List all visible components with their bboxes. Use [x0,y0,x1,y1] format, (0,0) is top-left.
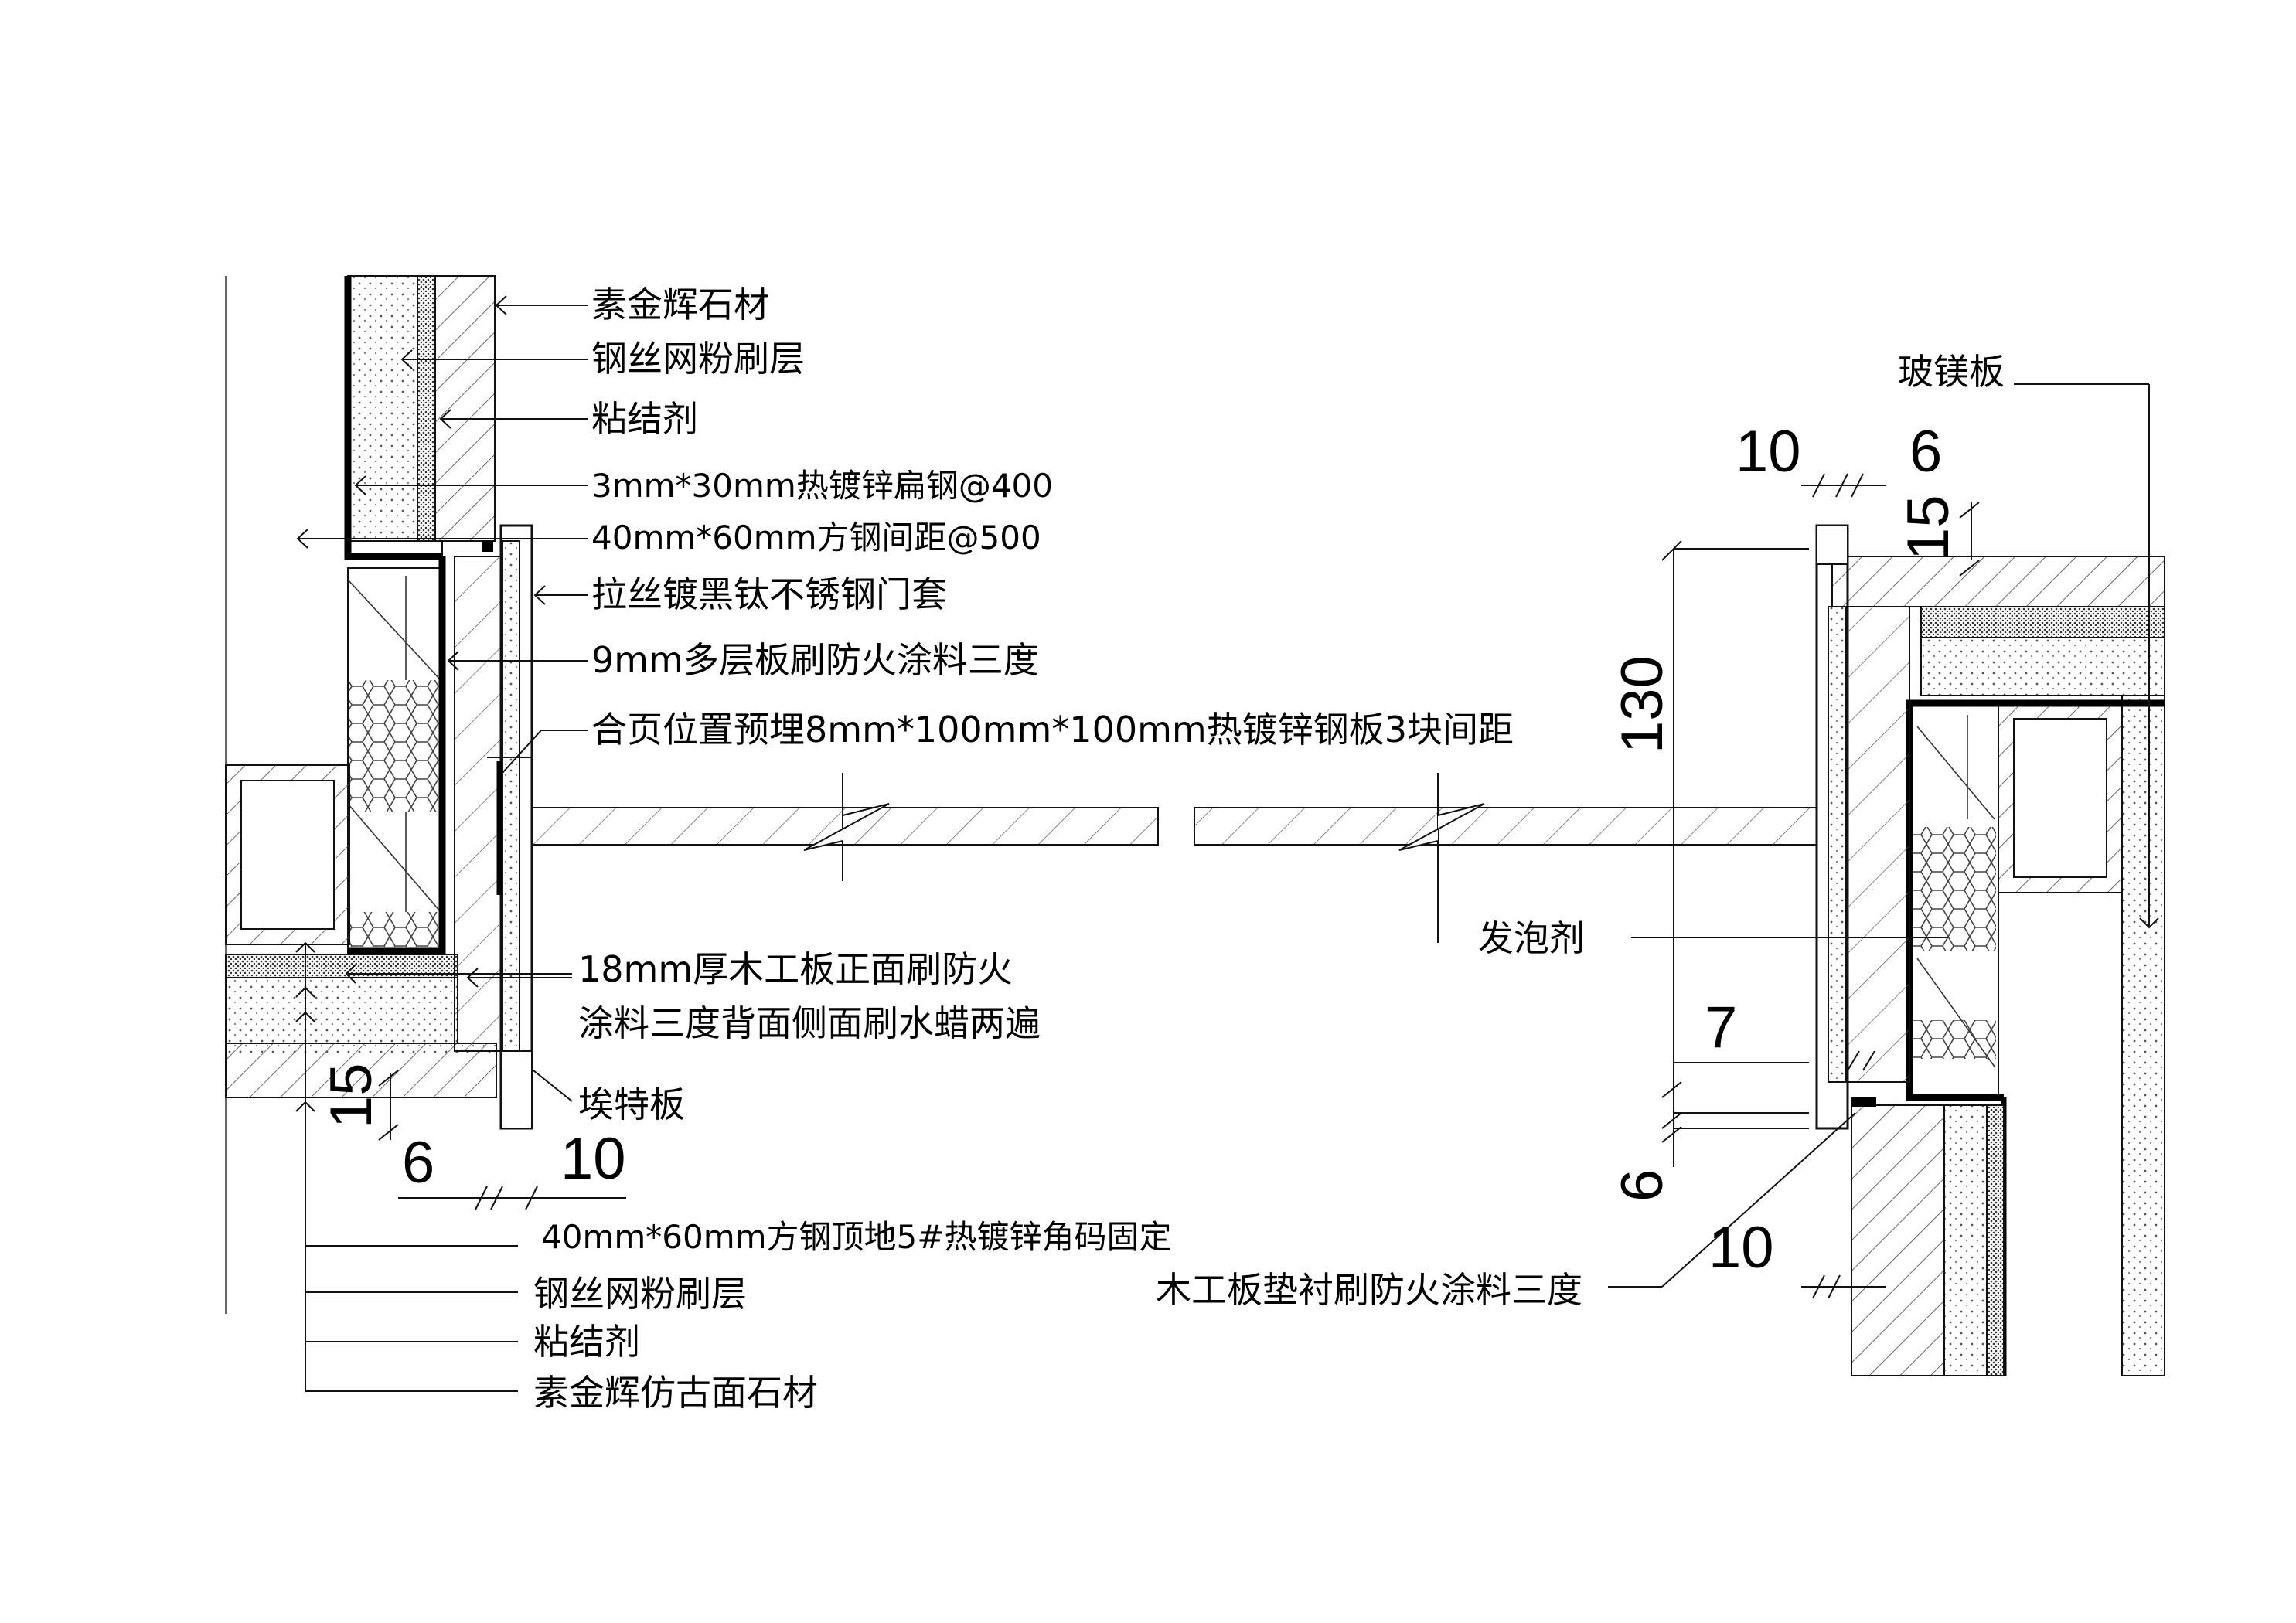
right-leaders [1608,383,2159,1299]
left-detail [225,275,533,1314]
dim-right-top-6: 6 [1909,419,1942,485]
label-foam: 发泡剂 [1478,917,1585,959]
dim-right-bottom-10: 10 [1708,1215,1774,1281]
glass-mg-board [2121,695,2165,1376]
label-multilayer-board: 9mm多层板刷防火涂料三度 [591,639,1039,681]
dim-right-gap-7: 7 [1705,995,1737,1060]
dim-left-6: 6 [402,1130,434,1196]
right-detail [1815,524,2165,1376]
right-foam-upper [1911,827,1996,951]
label-glass-mg-board: 玻镁板 [1898,351,2005,393]
upper-adhesive [417,275,436,542]
dim-right-top-15: 15 [1896,495,1961,560]
right-bottom-stone [1851,1104,1945,1376]
label-wire-mesh-plaster: 钢丝网粉刷层 [591,338,805,379]
label-flat-steel: 3mm*30mm热镀锌扁钢@400 [591,467,1053,505]
dim-left-10: 10 [560,1126,626,1192]
dim-right-top-10: 10 [1736,419,1801,485]
upper-plaster [347,275,418,542]
label-antique-stone: 素金辉仿古面石材 [533,1372,818,1414]
floor-plaster [225,977,458,1044]
label-eternit-board: 埃特板 [578,1084,685,1125]
label-wood-board-coating: 涂料三度背面侧面刷水蜡两遍 [578,1002,1041,1044]
flat-steel-upper [344,276,442,560]
label-stainless-casing: 拉丝镀黑钛不锈钢门套 [591,573,947,615]
label-steel-angle: 40mm*60mm方钢顶地5#热镀锌角码固定 [541,1218,1171,1256]
label-square-steel: 40mm*60mm方钢间距@500 [591,519,1041,556]
dim-left-15: 15 [319,1063,384,1128]
foam-block-upper [349,680,439,812]
label-wood-board-18mm: 18mm厚木工板正面刷防火 [578,948,1013,990]
steel-frame-lower [348,556,446,954]
label-wood-backing: 木工板垫衬刷防火涂料三度 [1156,1269,1582,1311]
right-top-plaster [1920,637,2165,696]
label-adhesive-bottom: 粘结剂 [533,1321,640,1363]
label-hinge-plate: 合页位置预埋8mm*100mm*100mm热镀锌钢板3块间距 [591,709,1514,750]
label-wire-mesh-plaster-bottom: 钢丝网粉刷层 [533,1273,747,1315]
right-top-stone [1831,556,2165,607]
label-adhesive: 粘结剂 [591,398,698,440]
door-leaf [531,773,1817,943]
upper-stone [434,275,496,542]
dim-right-bottom-6: 6 [1610,1169,1675,1202]
label-stone: 素金辉石材 [591,284,769,325]
left-dimensions [378,1070,626,1210]
right-foam-lower [1911,1020,1996,1059]
foam-block-lower [349,912,439,947]
left-leaders [295,295,588,1392]
dim-right-height-130: 130 [1610,655,1675,754]
right-jamb-wood [1845,606,1910,1083]
